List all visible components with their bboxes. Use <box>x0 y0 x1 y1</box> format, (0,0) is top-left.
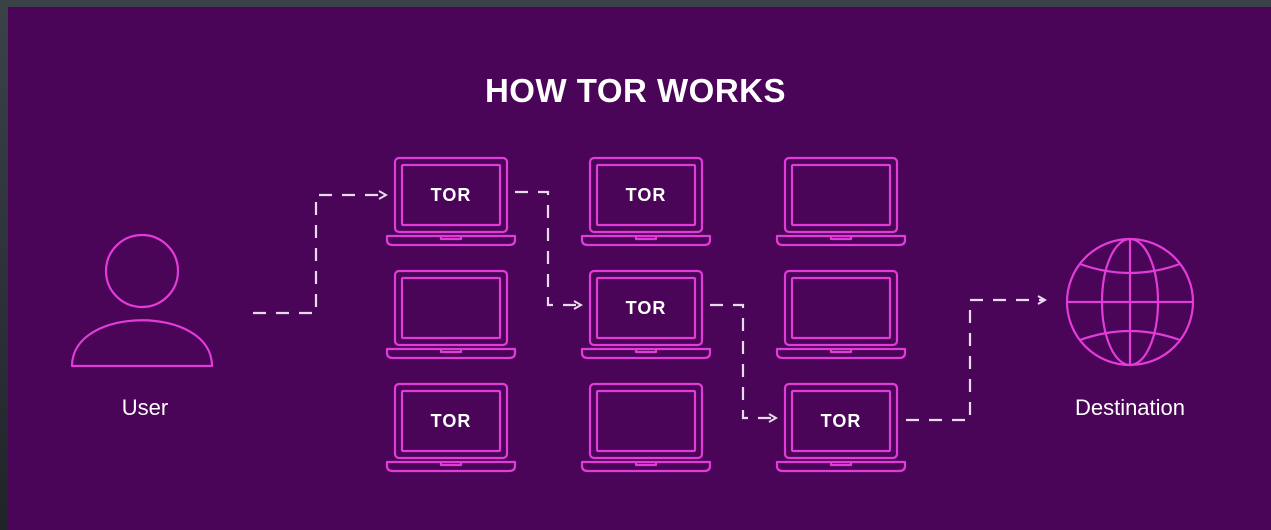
tor-label: TOR <box>431 411 472 431</box>
route-segment-user-to-entry <box>253 195 386 315</box>
laptop-node-r1-c1 <box>385 156 517 247</box>
laptop-node-r1-c3 <box>775 156 907 247</box>
tor-label: TOR <box>626 185 667 205</box>
user-icon <box>70 233 214 368</box>
route-segment-entry-to-middle <box>515 190 581 305</box>
route-segment-middle-to-exit <box>710 303 776 418</box>
relay-grid: TOR TOR TOR TOR TOR <box>385 156 907 473</box>
route-path <box>253 192 1045 420</box>
diagram-title: HOW TOR WORKS <box>484 72 787 109</box>
laptop-node-r3-c3 <box>775 382 907 473</box>
globe-icon <box>1065 237 1195 367</box>
laptop-node-r3-c2 <box>580 382 712 473</box>
laptop-node-r3-c1 <box>385 382 517 473</box>
laptop-node-r2-c1 <box>385 269 517 360</box>
diagram-panel <box>8 7 1271 530</box>
tor-label: TOR <box>821 411 862 431</box>
laptop-node-r2-c3 <box>775 269 907 360</box>
laptop-node-r1-c2 <box>580 156 712 247</box>
tor-label: TOR <box>626 298 667 318</box>
laptop-node-r2-c2 <box>580 269 712 360</box>
tor-label: TOR <box>431 185 472 205</box>
destination-label: Destination <box>1075 395 1185 420</box>
user-label: User <box>122 395 168 420</box>
route-segment-exit-to-destination <box>906 300 1045 422</box>
